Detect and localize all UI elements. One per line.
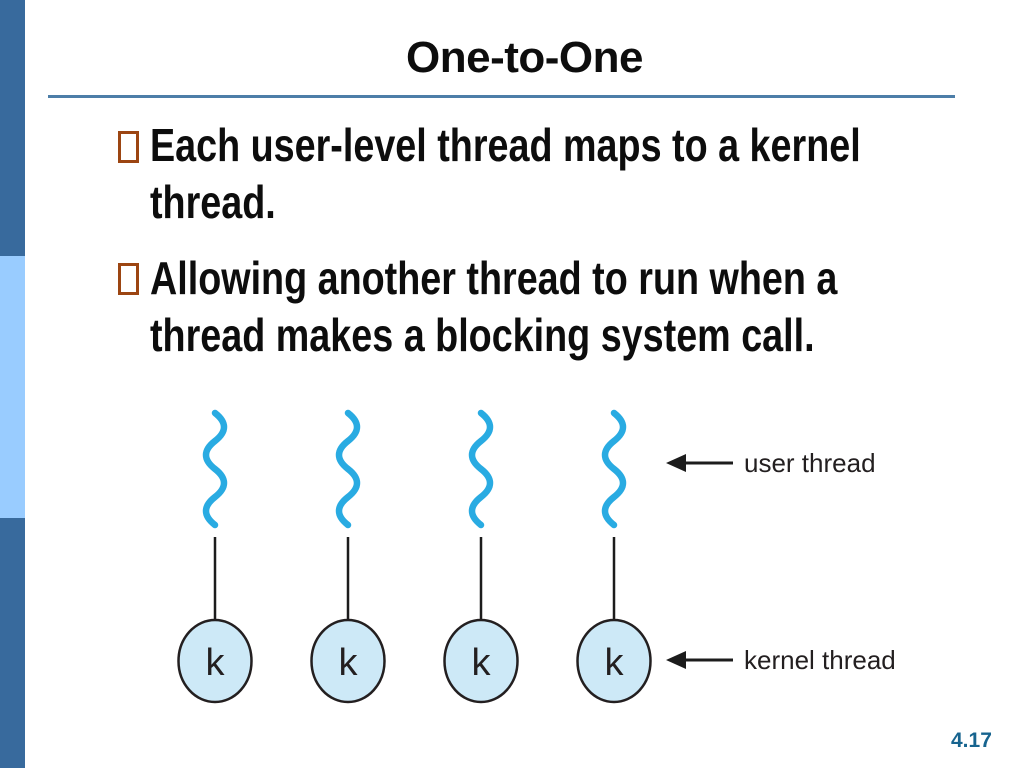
user-thread-label: user thread [744, 448, 876, 478]
kernel-thread-circle [310, 618, 386, 704]
kernel-thread-label-k: k [605, 642, 625, 684]
user-thread-arrowhead-icon [666, 454, 686, 472]
thread-column: k [576, 409, 652, 704]
user-thread-squiggle-icon [468, 409, 494, 529]
kernel-thread-callout: kernel thread [666, 645, 896, 675]
kernel-thread-circle [443, 618, 519, 704]
kernel-thread-label-k: k [339, 642, 359, 684]
thread-column: k [177, 409, 253, 704]
kernel-thread-circle [576, 618, 652, 704]
bullet-box-icon [118, 131, 139, 163]
thread-column: k [310, 409, 386, 704]
accent-bar-bottom [0, 518, 25, 768]
thread-column: k [443, 409, 519, 704]
user-thread-squiggle-icon [335, 409, 361, 529]
kernel-thread-label-k: k [472, 642, 492, 684]
user-thread-callout: user thread [666, 448, 876, 478]
kernel-thread-circle [177, 618, 253, 704]
user-thread-squiggle-icon [601, 409, 627, 529]
bullet-item-1: Each user-level thread maps to a kernel … [150, 119, 861, 228]
kernel-thread-arrowhead-icon [666, 651, 686, 669]
kernel-thread-label: kernel thread [744, 645, 896, 675]
title-underline [48, 95, 955, 98]
bullet-box-icon [118, 263, 139, 295]
bullet-item-2: Allowing another thread to run when a th… [150, 252, 838, 361]
kernel-thread-label-k: k [206, 642, 226, 684]
accent-bar-middle [0, 256, 25, 518]
page-number: 4.17 [951, 729, 992, 752]
accent-bar-top [0, 0, 25, 256]
user-thread-squiggle-icon [202, 409, 228, 529]
one-to-one-diagram: k k k k user thread kernel thread [177, 409, 896, 704]
slide-title: One-to-One [406, 33, 643, 82]
